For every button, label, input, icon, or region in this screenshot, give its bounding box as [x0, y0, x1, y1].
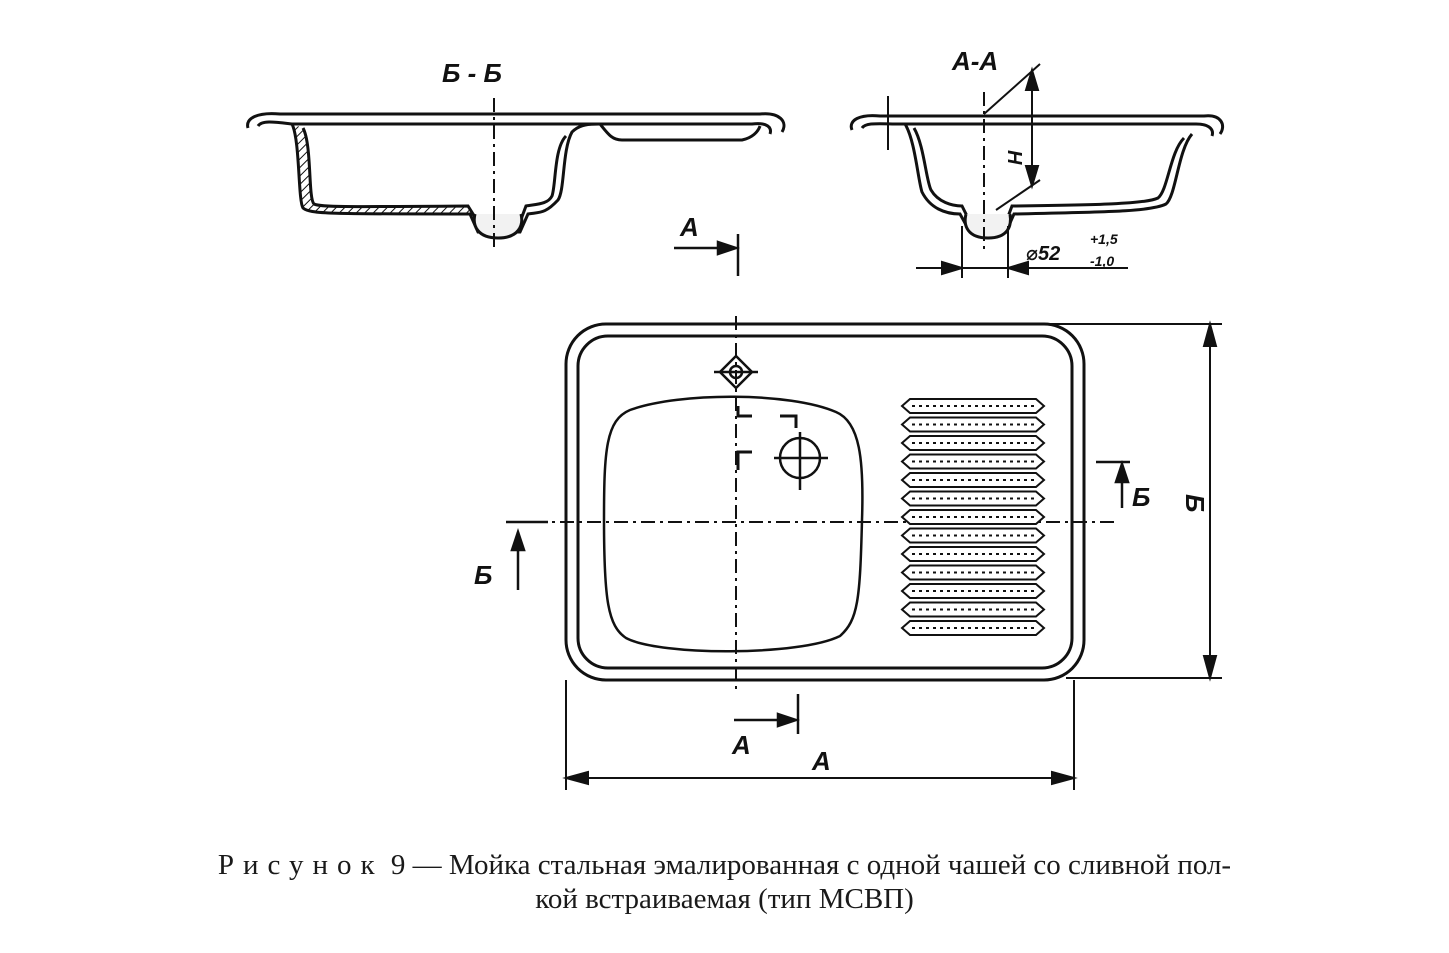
caption-number: 9	[390, 849, 406, 881]
section-a-dimensions	[887, 63, 1128, 278]
cut-plane-b-right	[1096, 460, 1130, 508]
overall-height-label: Б	[1180, 494, 1210, 512]
section-a-label: А-А	[951, 46, 998, 76]
drain-rib	[900, 453, 1046, 470]
section-b-hatch	[292, 124, 470, 214]
drain-rib	[900, 583, 1046, 599]
drain-rib	[900, 435, 1046, 451]
cut-plane-b-left	[506, 520, 548, 590]
drain-rib	[900, 527, 1046, 544]
section-b-view	[246, 112, 786, 240]
cut-plane-a-bottom	[734, 694, 800, 734]
drain-rib	[900, 601, 1046, 618]
drain-rib	[900, 490, 1046, 507]
diameter-lower-tolerance: -1,0	[1090, 253, 1114, 269]
drain-rib	[900, 416, 1046, 433]
drain-rib	[900, 546, 1046, 562]
overall-height-dimension	[1040, 320, 1222, 682]
drain-board-ribs	[900, 398, 1046, 636]
caption-line1: — Мойка стальная эмалированная с одной ч…	[412, 849, 1232, 881]
cut-plane-a-top	[674, 234, 740, 276]
drain-rib	[900, 472, 1046, 488]
tap-hole-icon	[714, 354, 758, 390]
diameter-label: ⌀52	[1026, 243, 1060, 265]
cut-plane-a-top-label: А	[679, 212, 699, 242]
drain-rib	[900, 564, 1046, 581]
height-dim-label: Н	[1003, 150, 1025, 165]
cut-plane-b-right-label: Б	[1132, 482, 1150, 512]
sink-bowl	[602, 395, 864, 653]
figure-caption: Рисунок 9 — Мойка стальная эмалированная…	[0, 848, 1449, 916]
inner-section-marks	[736, 406, 798, 470]
diameter-upper-tolerance: +1,5	[1090, 231, 1118, 247]
drain-rib	[900, 509, 1046, 525]
caption-prefix: Рисунок	[217, 849, 384, 881]
overall-width-dimension	[562, 680, 1078, 790]
cut-plane-a-bottom-label: А	[731, 730, 751, 760]
drain-hole-icon	[774, 432, 828, 490]
cut-plane-b-left-label: Б	[474, 560, 492, 590]
overall-width-label: А	[811, 746, 831, 776]
sink-plan-view	[564, 322, 1086, 682]
drain-rib	[900, 620, 1046, 636]
caption-line2: кой встраиваемая (тип МСВП)	[535, 883, 914, 915]
drain-rib	[900, 398, 1046, 414]
section-b-label: Б - Б	[442, 58, 502, 88]
section-a-view	[849, 114, 1225, 240]
